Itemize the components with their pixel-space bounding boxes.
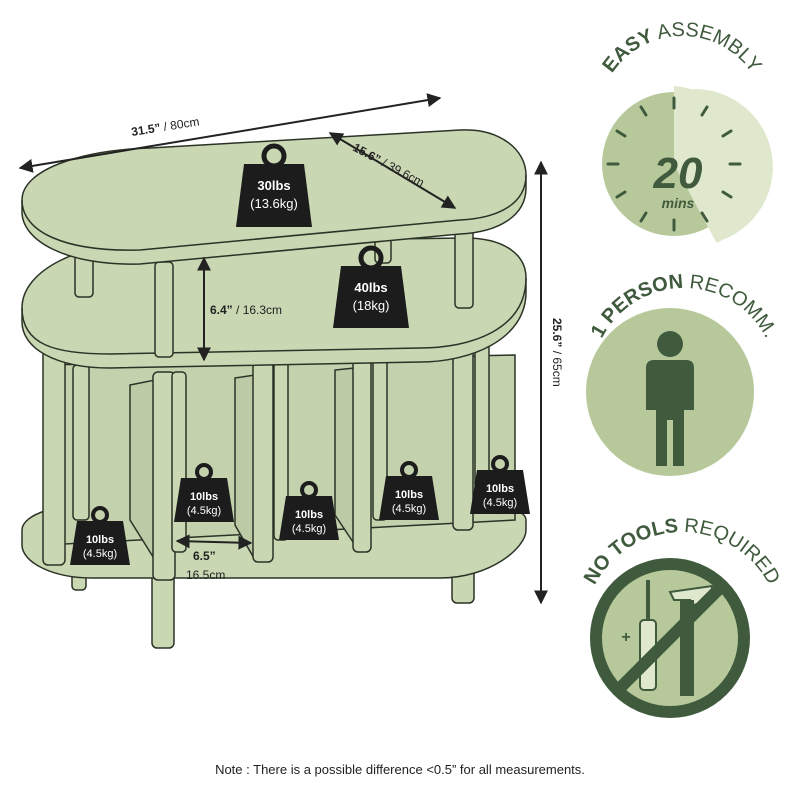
- svg-text:10lbs: 10lbs: [295, 509, 323, 521]
- width-cm-label: 80cm: [169, 114, 200, 132]
- weight-top: 30lbs (13.6kg): [236, 143, 312, 227]
- clock-icon: [602, 86, 773, 243]
- weight-cubby-1: 10lbs (4.5kg): [70, 506, 130, 565]
- weight-cubby-4: 10lbs (4.5kg): [379, 461, 439, 520]
- dimension-lines: [18, 93, 548, 605]
- post-5: [252, 361, 274, 563]
- weight-icon: [236, 164, 312, 227]
- svg-text:10lbs: 10lbs: [395, 489, 423, 501]
- post-2: [72, 364, 90, 521]
- shelf-gap-in-label: 6.4”: [210, 303, 233, 317]
- screwdriver-icon: [646, 580, 650, 620]
- svg-text:EASY ASSEMBLY: EASY ASSEMBLY: [598, 19, 765, 77]
- svg-text:(4.5kg): (4.5kg): [83, 548, 117, 560]
- svg-text:10lbs: 10lbs: [486, 483, 514, 495]
- weight-icon: [333, 266, 409, 328]
- post-9: [452, 339, 474, 531]
- svg-text:(18kg): (18kg): [353, 298, 390, 313]
- post-upper-2: [154, 261, 174, 358]
- post-4: [171, 371, 187, 553]
- svg-text:(4.5kg): (4.5kg): [483, 497, 517, 509]
- depth-arrow: [328, 132, 457, 209]
- no-tools-icon: +: [590, 558, 750, 718]
- svg-text:30lbs: 30lbs: [257, 178, 290, 193]
- badge-no-tools: NO TOOLS REQUIRED +: [580, 515, 784, 718]
- cubby-in-label: 6.5”: [193, 549, 216, 563]
- svg-text:40lbs: 40lbs: [354, 280, 387, 295]
- post-1: [42, 349, 66, 566]
- svg-text:(4.5kg): (4.5kg): [187, 505, 221, 517]
- svg-text:(4.5kg): (4.5kg): [392, 503, 426, 515]
- svg-text:(13.6kg): (13.6kg): [250, 196, 298, 211]
- weight-cubby-2: 10lbs (4.5kg): [174, 463, 234, 522]
- svg-text:+: +: [621, 629, 630, 646]
- divider-3: [334, 367, 356, 548]
- badge-one-person: 1 PERSON RECOMM.: [586, 271, 781, 476]
- badge-assembly-bold: EASY: [598, 25, 656, 77]
- post-7: [352, 351, 372, 553]
- badge-assembly-light: ASSEMBLY: [655, 19, 765, 77]
- weight-cubby-5: 10lbs (4.5kg): [470, 455, 530, 514]
- shelf-gap-cm-label: 16.3cm: [243, 303, 282, 317]
- assembly-minutes-number: 20: [653, 149, 703, 198]
- weight-icon: [379, 476, 439, 520]
- weight-cubby-3: 10lbs (4.5kg): [279, 481, 339, 540]
- height-in-label: 25.6”: [550, 318, 564, 347]
- width-in-label: 31.5”: [130, 121, 161, 139]
- weight-icon: [279, 496, 339, 540]
- post-10: [474, 337, 490, 489]
- svg-text:10lbs: 10lbs: [86, 534, 114, 546]
- assembly-minutes-unit: mins: [662, 195, 695, 211]
- measurement-note: Note : There is a possible difference <0…: [215, 762, 585, 777]
- svg-text:25.6” / 65cm: 25.6” / 65cm: [550, 318, 564, 387]
- svg-text:(4.5kg): (4.5kg): [292, 523, 326, 535]
- cubby-arrow: [175, 534, 253, 550]
- weight-icon: [470, 470, 530, 514]
- leg-front-left: [151, 569, 175, 649]
- weight-icon: [70, 521, 130, 565]
- svg-text:6.4” / 16.3cm: 6.4” / 16.3cm: [210, 303, 282, 317]
- weight-icons: 30lbs (13.6kg) 40lbs (18kg) 10lbs (4.5kg…: [70, 143, 530, 565]
- cubby-cm-label: 16.5cm: [186, 568, 225, 582]
- height-cm-label: 65cm: [550, 357, 564, 386]
- svg-text:10lbs: 10lbs: [190, 491, 218, 503]
- person-icon: [646, 331, 694, 466]
- weight-icon: [174, 478, 234, 522]
- badge-easy-assembly: EASY ASSEMBLY 20 mins: [598, 19, 773, 243]
- svg-text:31.5” / 80cm: 31.5” / 80cm: [130, 114, 200, 139]
- width-arrow: [18, 93, 442, 173]
- weight-middle: 40lbs (18kg): [333, 245, 409, 328]
- prohibition-icon: [590, 558, 750, 718]
